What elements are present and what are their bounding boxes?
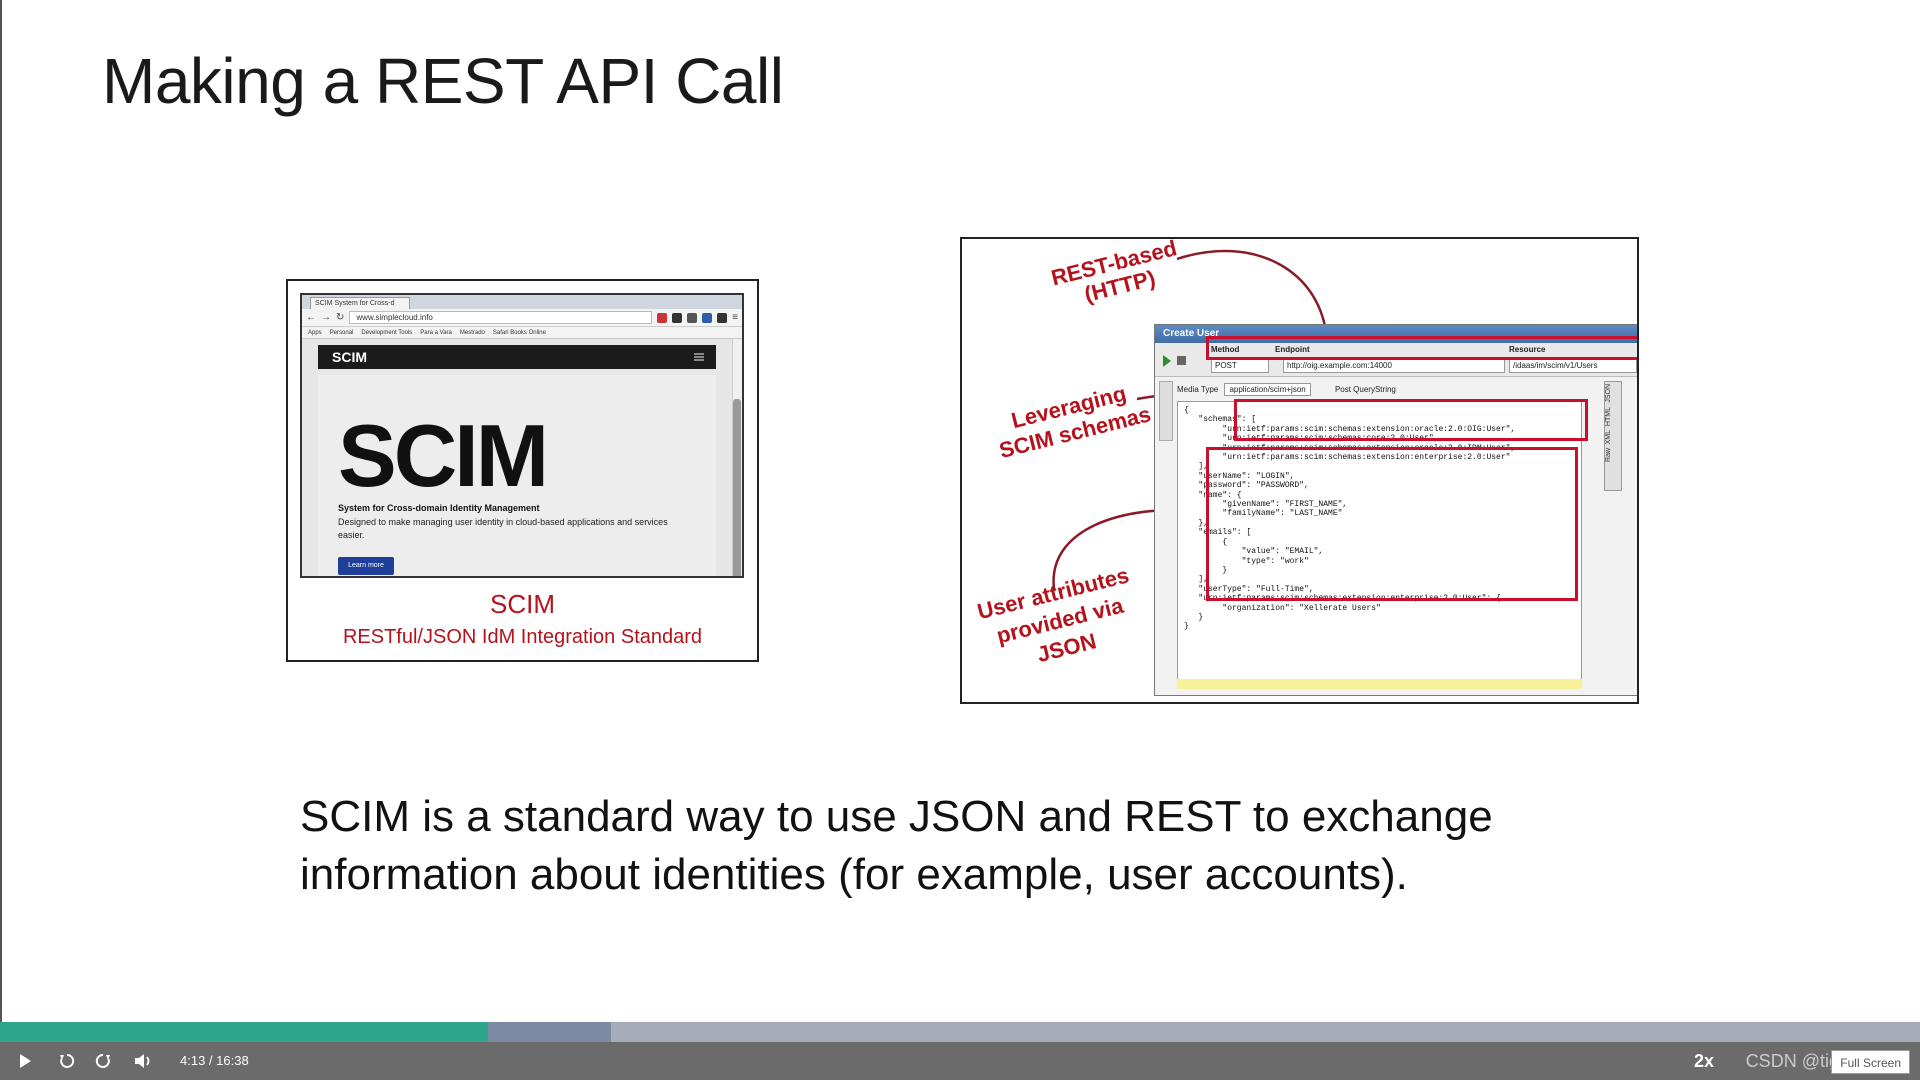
slide-body-text: SCIM is a standard way to use JSON and R… — [300, 792, 1493, 899]
browser-screenshot: SCIM System for Cross-d ← → ↻ www.simple… — [300, 293, 744, 578]
browser-tabbar: SCIM System for Cross-d — [302, 295, 742, 309]
extension-icon — [702, 312, 713, 323]
extension-icon — [672, 312, 683, 323]
resource-field: /idaas/im/scim/v1/Users — [1509, 359, 1637, 373]
arrow-rest — [1176, 249, 1336, 346]
fullscreen-tooltip: Full Screen — [1831, 1050, 1910, 1074]
hamburger-icon — [694, 353, 704, 361]
forward-icon — [95, 1053, 110, 1068]
learn-more-button: Learn more — [338, 557, 394, 575]
extension-icon — [657, 312, 668, 323]
slide-title: Making a REST API Call — [102, 45, 784, 117]
tab-html: HTML — [1605, 406, 1612, 426]
rest-client-figure: REST-based (HTTP) Leveraging SCIM schema… — [960, 237, 1639, 704]
forward-button[interactable] — [90, 1042, 116, 1080]
site-tagline: System for Cross-domain Identity Managem… — [338, 503, 540, 513]
time-display: 4:13 / 16:38 — [180, 1053, 249, 1068]
figure-caption-subtitle: RESTful/JSON IdM Integration Standard — [342, 626, 703, 648]
rewind-icon — [60, 1053, 75, 1068]
reload-icon: ↻ — [336, 312, 345, 323]
play-button[interactable] — [12, 1042, 38, 1080]
resource-label: Resource — [1509, 345, 1546, 354]
method-select: POST — [1211, 359, 1269, 373]
request-side-tab — [1159, 381, 1173, 441]
browser-scrollbar — [732, 339, 742, 576]
scim-website-figure: SCIM System for Cross-d ← → ↻ www.simple… — [286, 279, 759, 662]
extension-icon — [687, 312, 698, 323]
site-header-title: SCIM — [332, 349, 367, 365]
bookmarks-bar: Apps Personal Development Tools Para a V… — [302, 327, 742, 339]
endpoint-label: Endpoint — [1275, 345, 1310, 354]
json-cursor-line — [1177, 679, 1582, 689]
tab-raw: Raw — [1605, 448, 1612, 463]
video-progress-bar[interactable] — [0, 1022, 1920, 1042]
highlight-attributes — [1206, 447, 1578, 601]
endpoint-field: http://oig.example.com:14000 — [1283, 359, 1505, 373]
figure-caption-title: SCIM — [490, 589, 555, 619]
forward-icon: → — [321, 312, 331, 323]
progress-played — [0, 1022, 488, 1042]
site-description: Designed to make managing user identity … — [338, 517, 668, 540]
media-type-select: application/scim+json — [1224, 383, 1311, 396]
volume-button[interactable] — [128, 1042, 158, 1080]
highlight-schemas — [1234, 399, 1588, 441]
send-icon — [1163, 355, 1171, 367]
player-controls: 4:13 / 16:38 2x CSDN @tigerfurfish Full … — [0, 1042, 1920, 1080]
rewind-button[interactable] — [54, 1042, 80, 1080]
browser-url: www.simplecloud.info — [349, 311, 653, 324]
browser-tab: SCIM System for Cross-d — [310, 297, 410, 309]
stop-icon — [1177, 356, 1186, 365]
bookmark-item: Para a Vara — [420, 329, 452, 336]
highlight-endpoint — [1206, 336, 1637, 360]
response-view-tabs: JSON HTML XML Raw — [1604, 381, 1622, 491]
request-toolbar: Method Endpoint Resource POST http://oig… — [1155, 343, 1637, 377]
bookmark-item: Personal — [329, 329, 354, 336]
tab-xml: XML — [1605, 429, 1612, 445]
method-label: Method — [1211, 345, 1240, 354]
browser-address-bar: ← → ↻ www.simplecloud.info ≡ — [302, 309, 742, 327]
bookmark-item: Development Tools — [361, 329, 413, 336]
playback-speed-button[interactable]: 2x — [1693, 1051, 1714, 1071]
volume-icon — [135, 1054, 150, 1068]
extension-icon — [717, 312, 728, 323]
post-query-checkbox-label: Post QueryString — [1334, 385, 1396, 394]
slide: Making a REST API Call SCIM System for C… — [0, 0, 1639, 1022]
scim-logo: SCIM — [338, 406, 549, 505]
media-type-label: Media Type — [1177, 385, 1219, 394]
browser-scroll-thumb — [733, 399, 741, 576]
site-body — [318, 375, 716, 576]
back-icon: ← — [306, 312, 316, 323]
bookmark-item: Apps — [308, 329, 322, 336]
bookmark-item: Safari Books Online — [492, 329, 546, 336]
bookmark-item: Mestrado — [459, 329, 485, 336]
tab-json: JSON — [1605, 384, 1612, 403]
play-icon — [20, 1054, 31, 1068]
media-type-bar: Media Type application/scim+json Post Qu… — [1177, 381, 1596, 399]
browser-page: SCIM SCIM System for Cross-domain Identi… — [302, 339, 732, 576]
menu-icon: ≡ — [732, 312, 738, 323]
site-header: SCIM — [318, 345, 716, 369]
